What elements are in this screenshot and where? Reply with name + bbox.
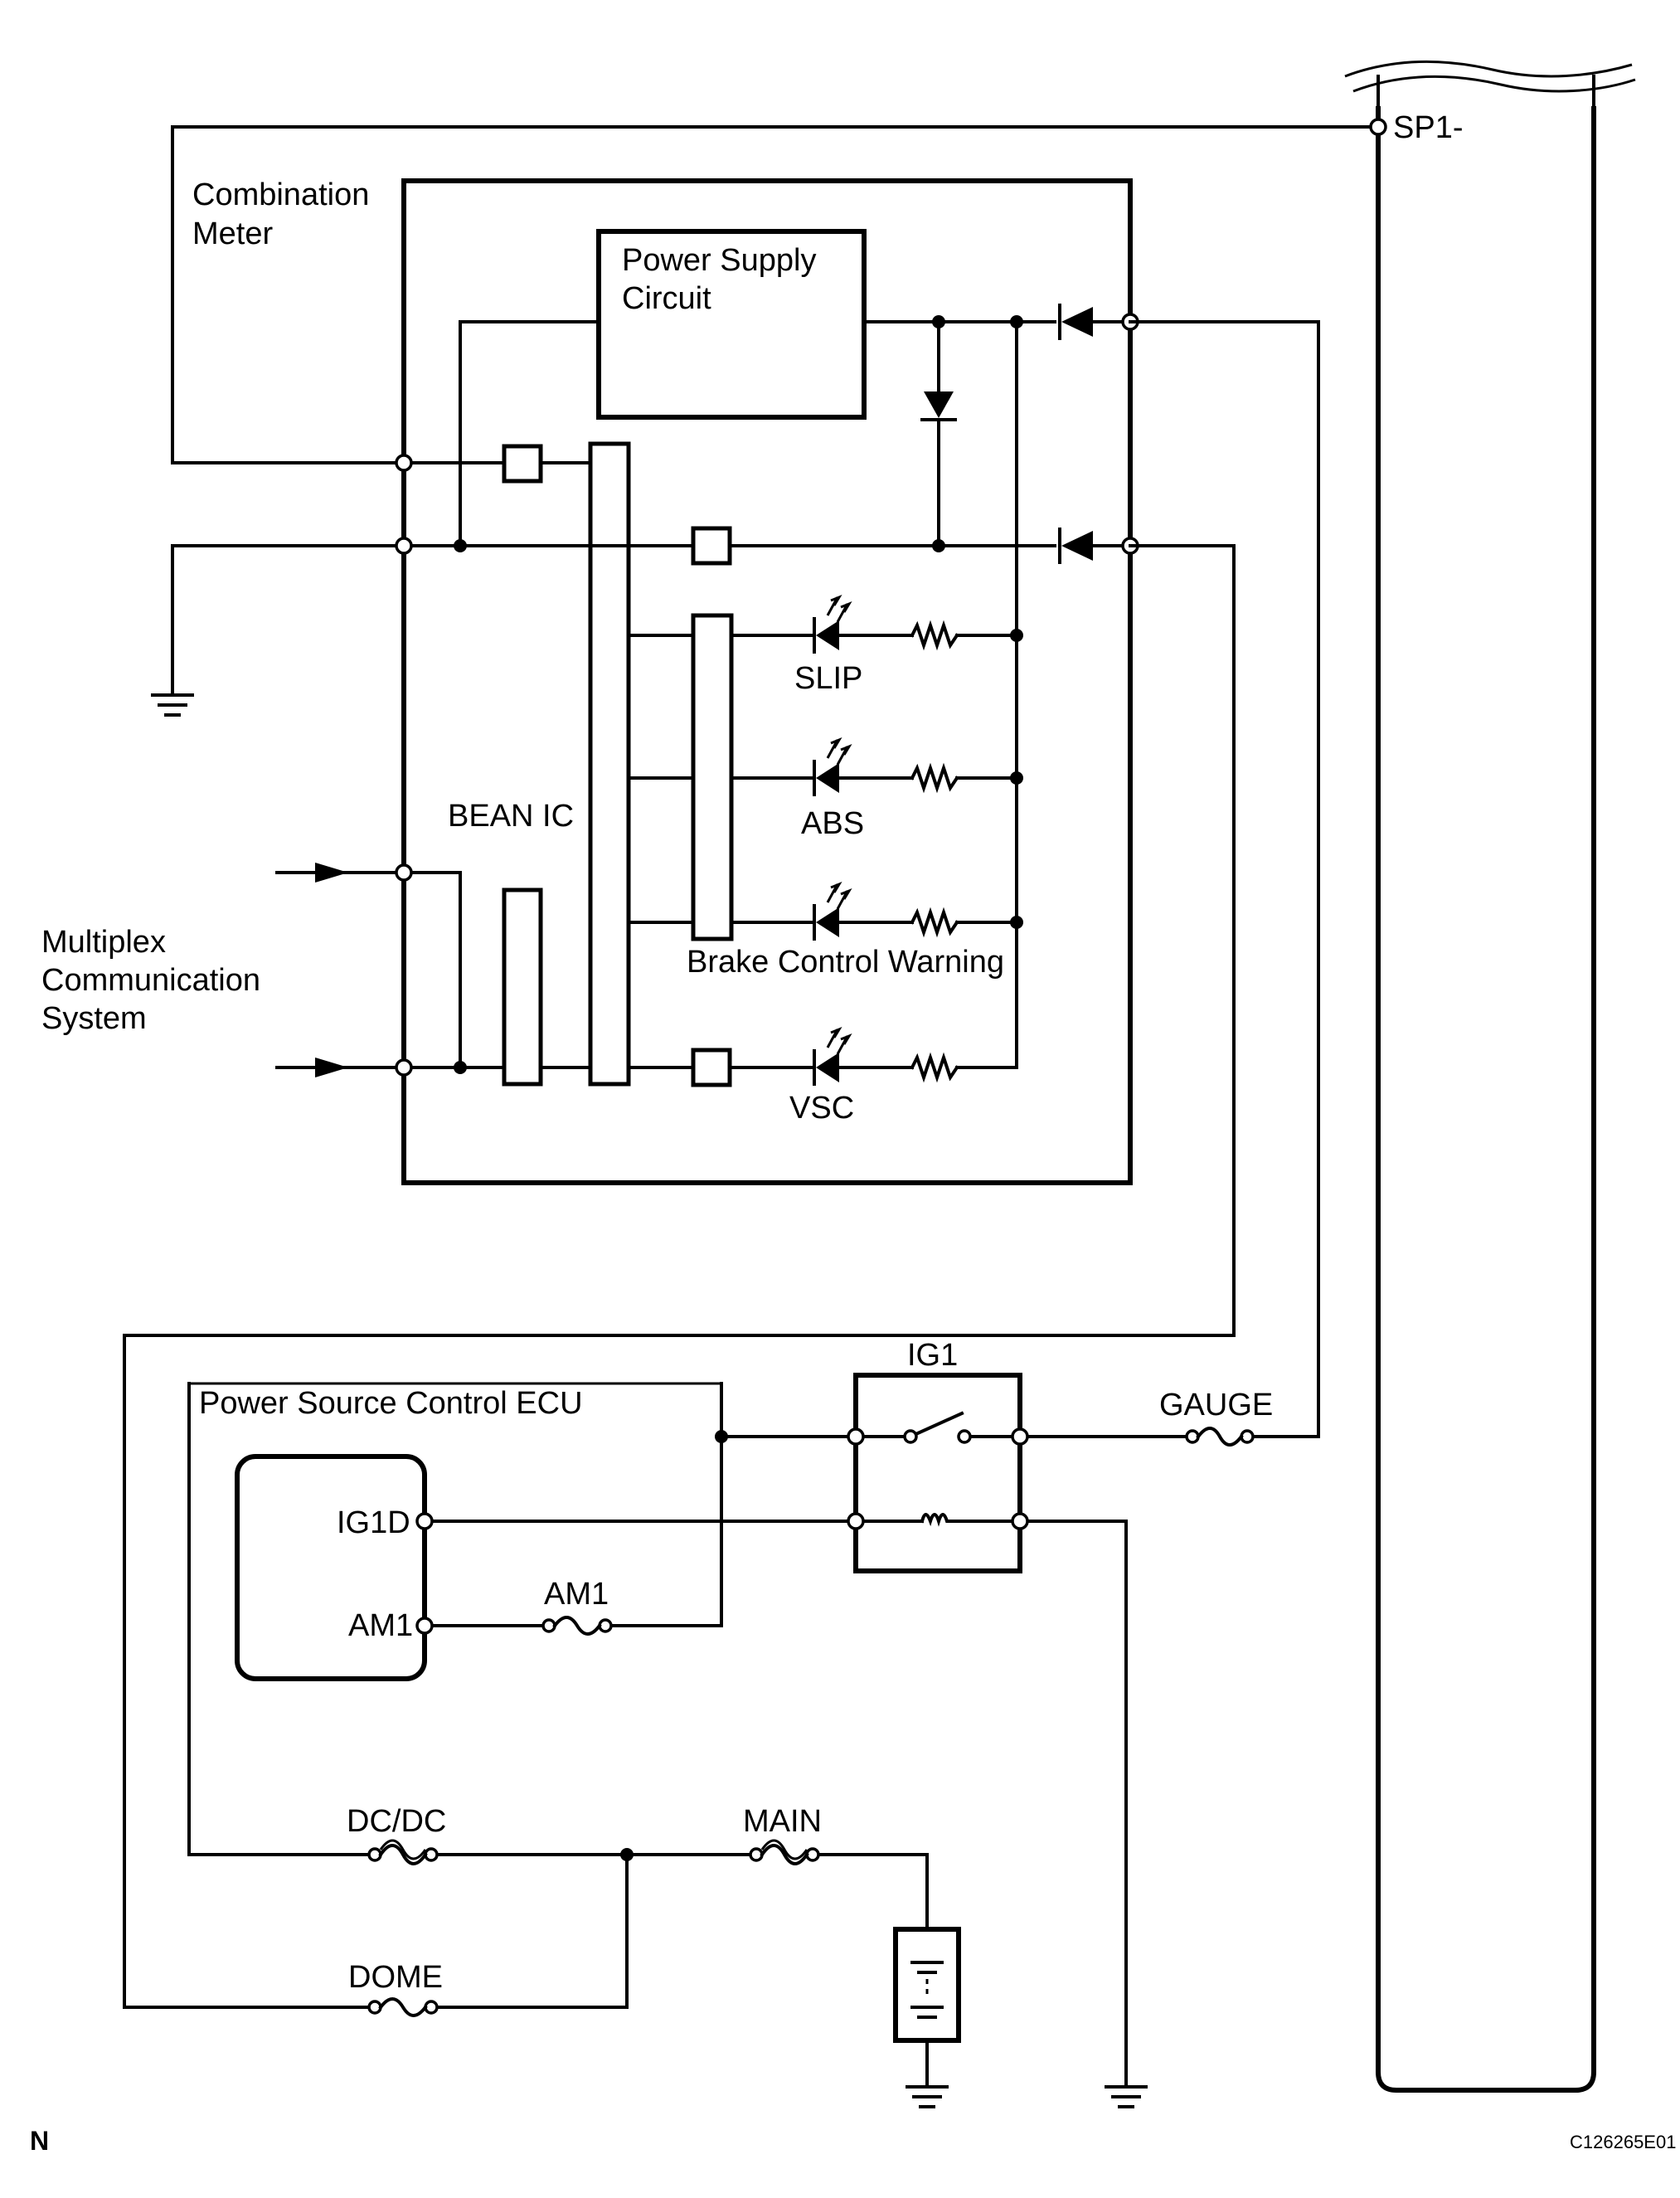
- ground-interface-block: [691, 526, 732, 566]
- resistor-brake-icon: [910, 907, 959, 938]
- indicator-driver-block: [691, 613, 734, 941]
- power-source-ecu-label: Power Source Control ECU: [199, 1386, 583, 1421]
- relay-switch-icon: [908, 1411, 964, 1439]
- sp1-connector: [1344, 60, 1636, 2093]
- sp1-interface-block: [502, 444, 543, 484]
- fuse-gauge-label: GAUGE: [1159, 1388, 1273, 1422]
- ground-symbol-battery: [906, 2085, 949, 2108]
- led-vsc-icon: [813, 1026, 852, 1086]
- figure-id-code: C126265E01: [1570, 2132, 1676, 2152]
- external-wiring: [123, 320, 1320, 2087]
- power-supply-label-2: Circuit: [622, 281, 711, 316]
- ig1-relay-label: IG1: [907, 1338, 958, 1373]
- indicator-label-vsc: VSC: [789, 1091, 854, 1126]
- relay-coil-icon: [920, 1513, 952, 1527]
- vsc-driver-block: [691, 1048, 732, 1087]
- fuse-dome-label: DOME: [348, 1960, 443, 1995]
- sp1-terminal-label: SP1-: [1393, 110, 1463, 145]
- multiplex-label-3: System: [41, 1001, 147, 1036]
- ground-symbol-left: [151, 693, 194, 717]
- resistor-abs-icon: [910, 762, 959, 794]
- meter-wiring: [171, 125, 1380, 1184]
- external-terminals: [415, 1427, 1029, 1861]
- diode-vertical: [920, 391, 957, 421]
- fuse-am1-label: AM1: [544, 1577, 609, 1612]
- communication-interface-block: [502, 887, 543, 1087]
- orientation-mark: N: [30, 2126, 49, 2156]
- diode-lower: [1058, 528, 1093, 564]
- combination-meter-label-2: Meter: [192, 216, 273, 251]
- led-brake-control-warning-icon: [813, 881, 852, 941]
- multiplex-label-1: Multiplex: [41, 925, 166, 960]
- led-slip-icon: [813, 594, 852, 654]
- fuse-main-label: MAIN: [743, 1804, 822, 1839]
- resistor-slip-icon: [910, 620, 959, 651]
- power-supply-circuit-block: [596, 229, 867, 420]
- indicator-label-abs: ABS: [801, 806, 864, 841]
- power-supply-label-1: Power Supply: [622, 243, 816, 278]
- indicator-label-brake-control-warning: Brake Control Warning: [687, 945, 1004, 980]
- battery-icon: [893, 1927, 961, 2043]
- bean-ic-block: [588, 441, 631, 1087]
- resistor-vsc-icon: [910, 1052, 959, 1083]
- combination-meter-label-1: Combination: [192, 177, 369, 212]
- fuse-dcdc-label: DC/DC: [347, 1804, 446, 1839]
- meter-terminals: [395, 118, 1387, 1077]
- ig1d-terminal-label: IG1D: [337, 1505, 410, 1540]
- ground-symbol-relay: [1105, 2085, 1148, 2108]
- fuse-dcdc-icon: [367, 1839, 439, 1865]
- led-abs-icon: [813, 737, 852, 796]
- multiplex-label-2: Communication: [41, 963, 260, 998]
- ig1-relay-box: [853, 1373, 1022, 1573]
- power-source-ecu-block: [235, 1454, 427, 1681]
- fuse-am1-icon: [541, 1616, 613, 1636]
- indicator-label-slip: SLIP: [794, 661, 862, 696]
- bean-ic-label: BEAN IC: [448, 799, 574, 834]
- fuse-main-icon: [749, 1839, 820, 1865]
- fuse-dome-icon: [367, 1997, 439, 2017]
- meter-junctions: [454, 315, 1023, 1074]
- diode-upper: [1058, 304, 1093, 340]
- am1-terminal-label: AM1: [348, 1608, 413, 1643]
- fuse-gauge-icon: [1185, 1427, 1255, 1447]
- multiplex-input-arrows: [275, 863, 348, 1077]
